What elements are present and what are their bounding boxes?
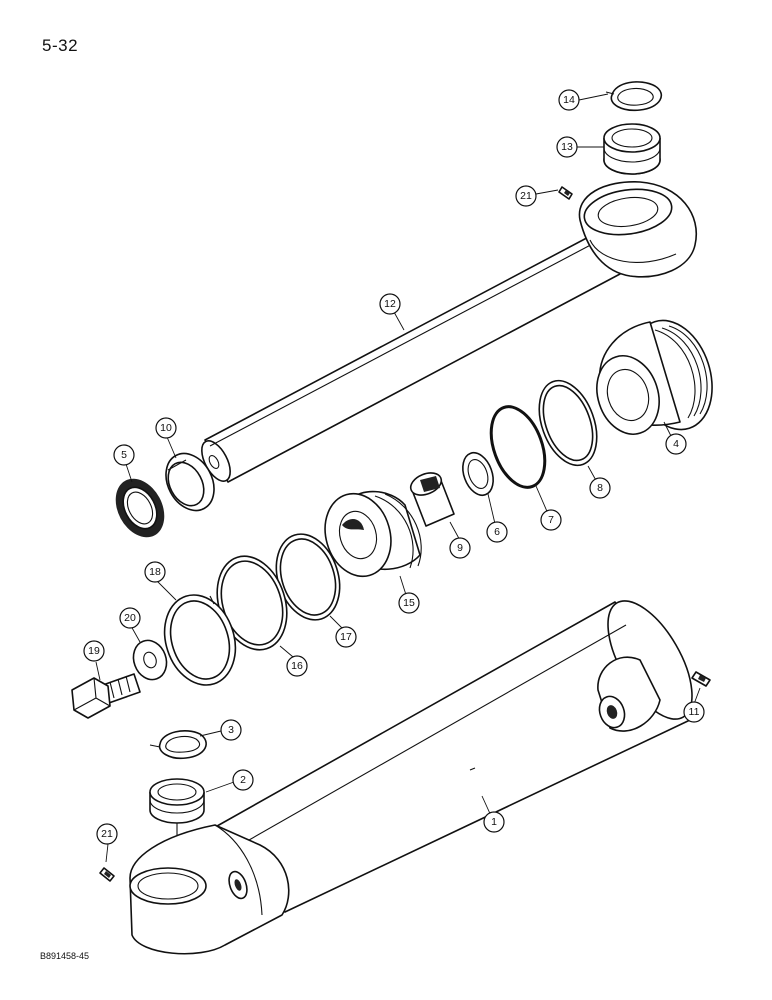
callout-5: 5 xyxy=(113,444,135,466)
callout-21-top: 21 xyxy=(515,185,537,207)
callout-2: 2 xyxy=(232,769,254,791)
svg-text:15: 15 xyxy=(403,597,415,609)
svg-text:7: 7 xyxy=(548,514,554,526)
svg-text:2: 2 xyxy=(240,774,246,786)
svg-text:19: 19 xyxy=(88,645,100,657)
svg-text:12: 12 xyxy=(384,298,396,310)
snap-ring-lower xyxy=(149,730,207,760)
rod-ring xyxy=(462,451,494,497)
bolt xyxy=(71,673,141,719)
piston-rod xyxy=(201,181,697,483)
callout-12: 12 xyxy=(379,293,401,315)
callout-7: 7 xyxy=(540,509,562,531)
callout-3: 3 xyxy=(220,719,242,741)
callout-8: 8 xyxy=(589,477,611,499)
bearing-top xyxy=(603,123,661,175)
o-ring xyxy=(489,405,547,489)
grease-fitting-barrel xyxy=(691,671,711,687)
callout-9: 9 xyxy=(449,537,471,559)
callout-17: 17 xyxy=(335,626,357,648)
piston-ring xyxy=(275,533,341,621)
svg-text:5: 5 xyxy=(121,449,127,461)
figure-code: B891458-45 xyxy=(40,951,90,961)
callout-13: 13 xyxy=(556,136,578,158)
svg-text:3: 3 xyxy=(228,724,234,736)
svg-text:21: 21 xyxy=(101,828,113,840)
leader-lines xyxy=(95,93,701,863)
svg-text:20: 20 xyxy=(124,612,136,624)
callout-6: 6 xyxy=(486,521,508,543)
svg-text:18: 18 xyxy=(149,566,161,578)
split-wear-ring xyxy=(163,594,237,686)
cylinder-barrel xyxy=(129,600,693,955)
svg-text:6: 6 xyxy=(494,526,500,538)
callout-16: 16 xyxy=(286,655,308,677)
callout-21-lower: 21 xyxy=(96,823,118,845)
callout-10: 10 xyxy=(155,417,177,439)
callout-1: 1 xyxy=(483,811,505,833)
svg-text:9: 9 xyxy=(457,542,463,554)
svg-text:14: 14 xyxy=(563,94,575,106)
bearing-lower xyxy=(149,778,205,862)
svg-text:1: 1 xyxy=(491,816,497,828)
svg-text:21: 21 xyxy=(520,190,532,202)
callout-4: 4 xyxy=(665,433,687,455)
callout-19: 19 xyxy=(83,640,105,662)
spacer xyxy=(409,472,455,527)
backup-ring xyxy=(538,379,598,467)
grease-fitting-lower xyxy=(99,867,115,882)
gland xyxy=(596,319,713,435)
callout-11: 11 xyxy=(683,701,705,723)
grease-fitting-top xyxy=(558,186,573,200)
piston xyxy=(324,490,422,578)
rod-seal xyxy=(115,478,165,538)
callout-18: 18 xyxy=(144,561,166,583)
wear-ring xyxy=(216,555,288,651)
svg-text:16: 16 xyxy=(291,660,303,672)
callout-20: 20 xyxy=(119,607,141,629)
snap-ring-top xyxy=(605,81,663,112)
svg-text:13: 13 xyxy=(561,141,573,153)
svg-text:8: 8 xyxy=(597,482,603,494)
svg-text:17: 17 xyxy=(340,631,352,643)
callout-14: 14 xyxy=(558,89,580,111)
page-number: 5-32 xyxy=(42,36,79,55)
svg-text:10: 10 xyxy=(160,422,172,434)
callout-15: 15 xyxy=(398,592,420,614)
svg-text:4: 4 xyxy=(673,438,679,450)
rod-wiper xyxy=(165,452,215,512)
washer xyxy=(132,639,168,681)
svg-text:11: 11 xyxy=(689,706,700,718)
